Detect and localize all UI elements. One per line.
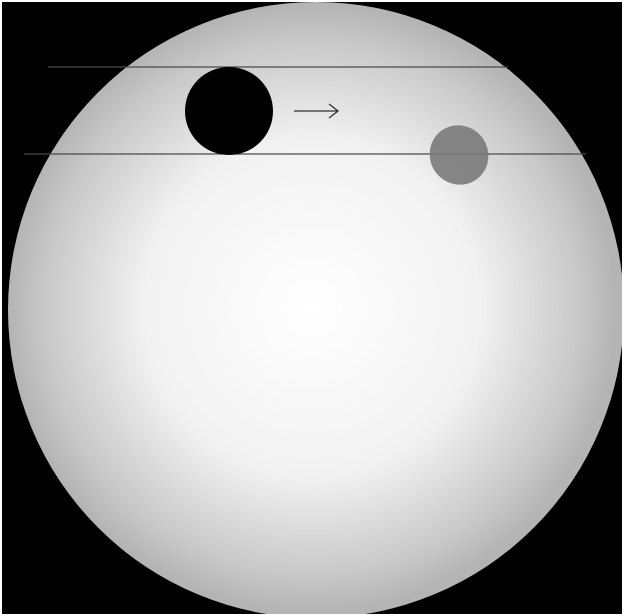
transiting-planet: [185, 67, 273, 155]
stellar-disk: [8, 2, 624, 616]
